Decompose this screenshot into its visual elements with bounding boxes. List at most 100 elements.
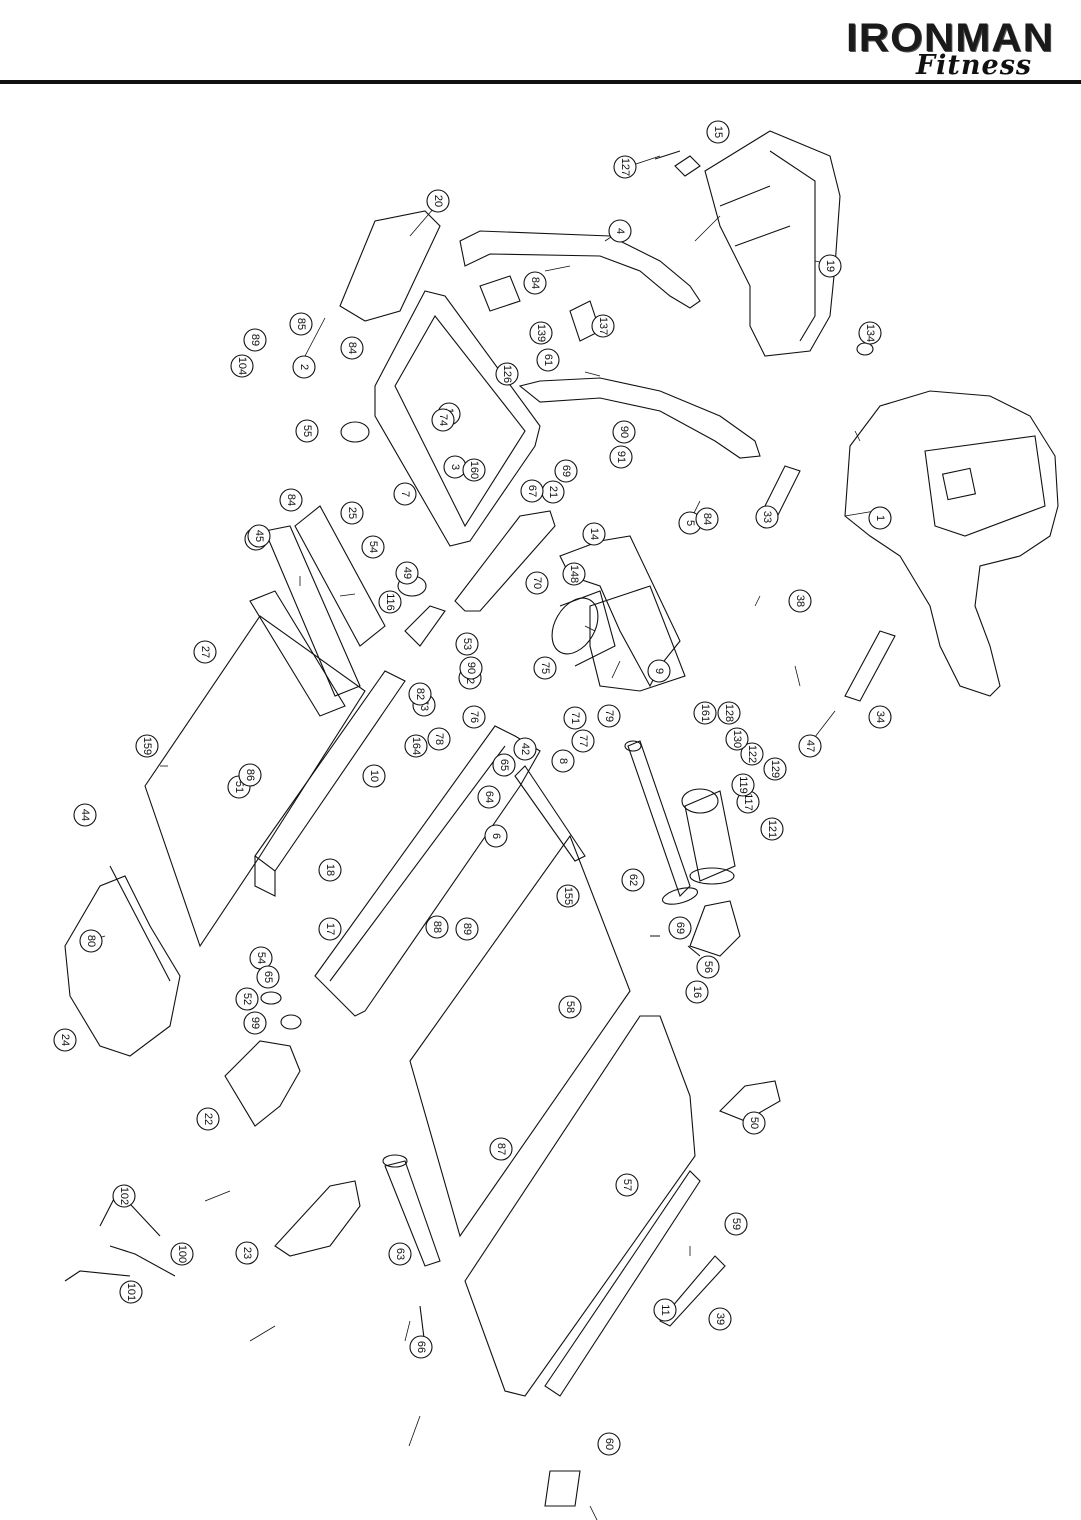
callout-label: 159 — [141, 737, 153, 755]
callout-label: 148 — [568, 565, 580, 583]
console-display — [941, 467, 977, 501]
callout-circle — [668, 916, 692, 940]
callout-label: 160 — [468, 461, 480, 479]
callout-circle — [279, 488, 303, 512]
part-callout-86: 86 — [238, 763, 262, 787]
callout-circle — [193, 640, 217, 664]
callout-label: 84 — [701, 513, 713, 525]
callout-label: 2 — [298, 364, 310, 370]
callout-label: 17 — [324, 923, 336, 935]
part-callout-10: 10 — [362, 764, 386, 788]
callout-circle — [868, 506, 892, 530]
callout-circle — [818, 254, 842, 278]
cover-56 — [689, 900, 741, 957]
callout-circle — [243, 328, 267, 352]
callout-circle — [79, 929, 103, 953]
callout-circle — [582, 522, 606, 546]
part-callout-11: 11 — [653, 1298, 677, 1322]
callout-label: 54 — [255, 952, 267, 964]
part-callout-69: 69 — [668, 916, 692, 940]
callout-label: 69 — [674, 922, 686, 934]
part-callout-9: 9 — [647, 659, 671, 683]
callout-label: 76 — [468, 711, 480, 723]
callout-label: 49 — [401, 567, 413, 579]
callout-label: 90 — [465, 662, 477, 674]
callout-circle — [455, 917, 479, 941]
part-callout-50: 50 — [742, 1111, 766, 1135]
callout-circle — [489, 1137, 513, 1161]
panel-25 — [294, 505, 386, 647]
callout-circle — [695, 507, 719, 531]
callout-circle — [393, 482, 417, 506]
callout-label: 130 — [731, 730, 743, 748]
callout-circle — [425, 915, 449, 939]
callout-label: 50 — [748, 1117, 760, 1129]
callout-label: 58 — [564, 1001, 576, 1013]
part-callout-59: 59 — [724, 1212, 748, 1236]
plate-49 — [404, 605, 446, 647]
part-callout-116: 116 — [378, 590, 402, 614]
part-callout-8: 8 — [551, 749, 575, 773]
callout-label: 126 — [501, 365, 513, 383]
part-callout-22: 22 — [196, 1107, 220, 1131]
callout-circle — [119, 1280, 143, 1304]
callout-circle — [609, 445, 633, 469]
part-callout-18: 18 — [318, 858, 342, 882]
callout-circle — [613, 155, 637, 179]
motor-121 — [684, 790, 736, 882]
callout-label: 4 — [614, 228, 626, 234]
part-callout-126: 126 — [495, 362, 519, 386]
screwdriver-100 — [109, 1245, 176, 1277]
callout-circle — [788, 589, 812, 613]
callout-label: 119 — [737, 776, 749, 794]
part-callout-20: 20 — [426, 189, 450, 213]
panel-26 — [249, 590, 346, 717]
callout-circle — [536, 348, 560, 372]
part-callout-88: 88 — [425, 915, 449, 939]
link-8 — [514, 765, 586, 862]
part-callout-16: 16 — [685, 980, 709, 1004]
upright-frame-7 — [374, 290, 541, 547]
brand-name: IRONMAN — [846, 16, 1054, 60]
callout-circle — [731, 773, 755, 797]
callout-label: 14 — [588, 528, 600, 540]
callout-label: 59 — [730, 1218, 742, 1230]
part-callout-79: 79 — [597, 704, 621, 728]
callout-label: 24 — [59, 1034, 71, 1046]
callout-label: 16 — [691, 986, 703, 998]
pad-20 — [339, 210, 441, 322]
callout-label: 21 — [547, 486, 559, 498]
callout-circle — [571, 729, 595, 753]
callout-label: 88 — [431, 921, 443, 933]
wheel-55 — [340, 421, 370, 443]
part-callout-130: 130 — [725, 727, 749, 751]
callout-label: 89 — [249, 334, 261, 346]
diagram-canvas: 1234567891011141415161718192021222324252… — [53, 120, 1059, 1520]
callout-label: 85 — [295, 318, 307, 330]
wheel-52 — [260, 991, 282, 1005]
callout-circle — [798, 734, 822, 758]
wheel-134 — [856, 342, 874, 356]
part-callout-33: 33 — [755, 505, 779, 529]
part-callout-84: 84 — [340, 336, 364, 360]
callout-label: 65 — [262, 971, 274, 983]
callout-label: 75 — [539, 662, 551, 674]
callout-circle — [477, 785, 501, 809]
callout-label: 55 — [301, 425, 313, 437]
cover-39 — [659, 1255, 726, 1327]
part-callouts: 1234567891011141415161718192021222324252… — [53, 120, 892, 1456]
callout-label: 63 — [394, 1248, 406, 1260]
part-callout-56: 56 — [696, 955, 720, 979]
shroud-21 — [454, 510, 556, 612]
part-callout-49: 49 — [395, 561, 419, 585]
callout-circle — [388, 1242, 412, 1266]
callout-label: 137 — [597, 317, 609, 335]
callout-circle — [717, 701, 741, 725]
callout-circle — [404, 734, 428, 758]
brand-logo: IRONMAN Fitness — [838, 14, 1070, 81]
callout-label: 56 — [702, 961, 714, 973]
part-callout-75: 75 — [533, 656, 557, 680]
callout-label: 61 — [542, 354, 554, 366]
part-callout-74: 74 — [431, 408, 455, 432]
callout-label: 84 — [285, 494, 297, 506]
